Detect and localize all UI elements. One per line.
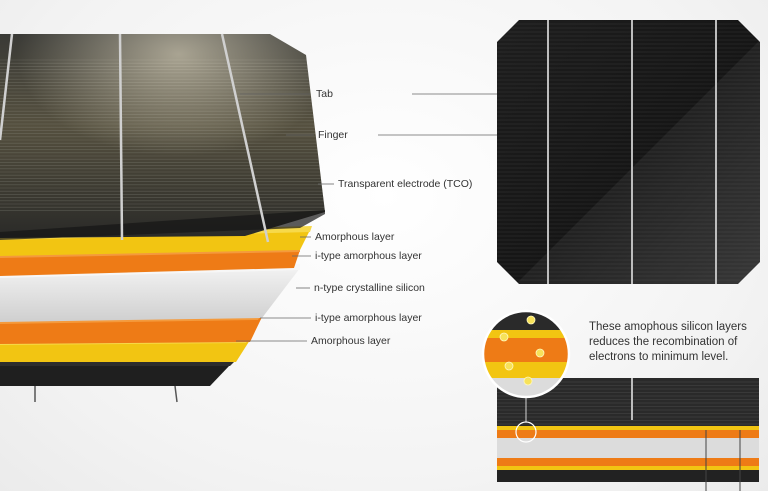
solar-cell-front-view — [497, 20, 760, 284]
bottom-substrate — [0, 365, 230, 386]
tab-busbar-1 — [0, 33, 14, 141]
label-finger: Finger — [318, 129, 348, 141]
layer-stack — [0, 33, 325, 403]
electron-dots — [499, 315, 545, 386]
magnifier — [481, 309, 571, 399]
ntype-silicon-layer — [0, 268, 300, 322]
tab-busbar-3 — [220, 33, 270, 243]
cross-section-inset — [497, 378, 759, 491]
label-amorphous-bottom: Amorphous layer — [311, 335, 391, 347]
itype-layer-bottom — [0, 317, 262, 344]
label-ntype: n-type crystalline silicon — [314, 282, 425, 294]
label-itype-bottom: i-type amorphous layer — [315, 312, 422, 324]
label-itype-top: i-type amorphous layer — [315, 250, 422, 262]
leader-lines — [236, 93, 518, 342]
label-amorphous-top: Amorphous layer — [315, 231, 395, 243]
recombination-note: These amophous silicon layers reduces th… — [589, 321, 747, 363]
tab-busbar-2 — [118, 33, 124, 241]
label-tco: Transparent electrode (TCO) — [338, 178, 473, 190]
amorphous-layer-bottom — [0, 340, 250, 362]
label-tab: Tab — [316, 88, 333, 100]
